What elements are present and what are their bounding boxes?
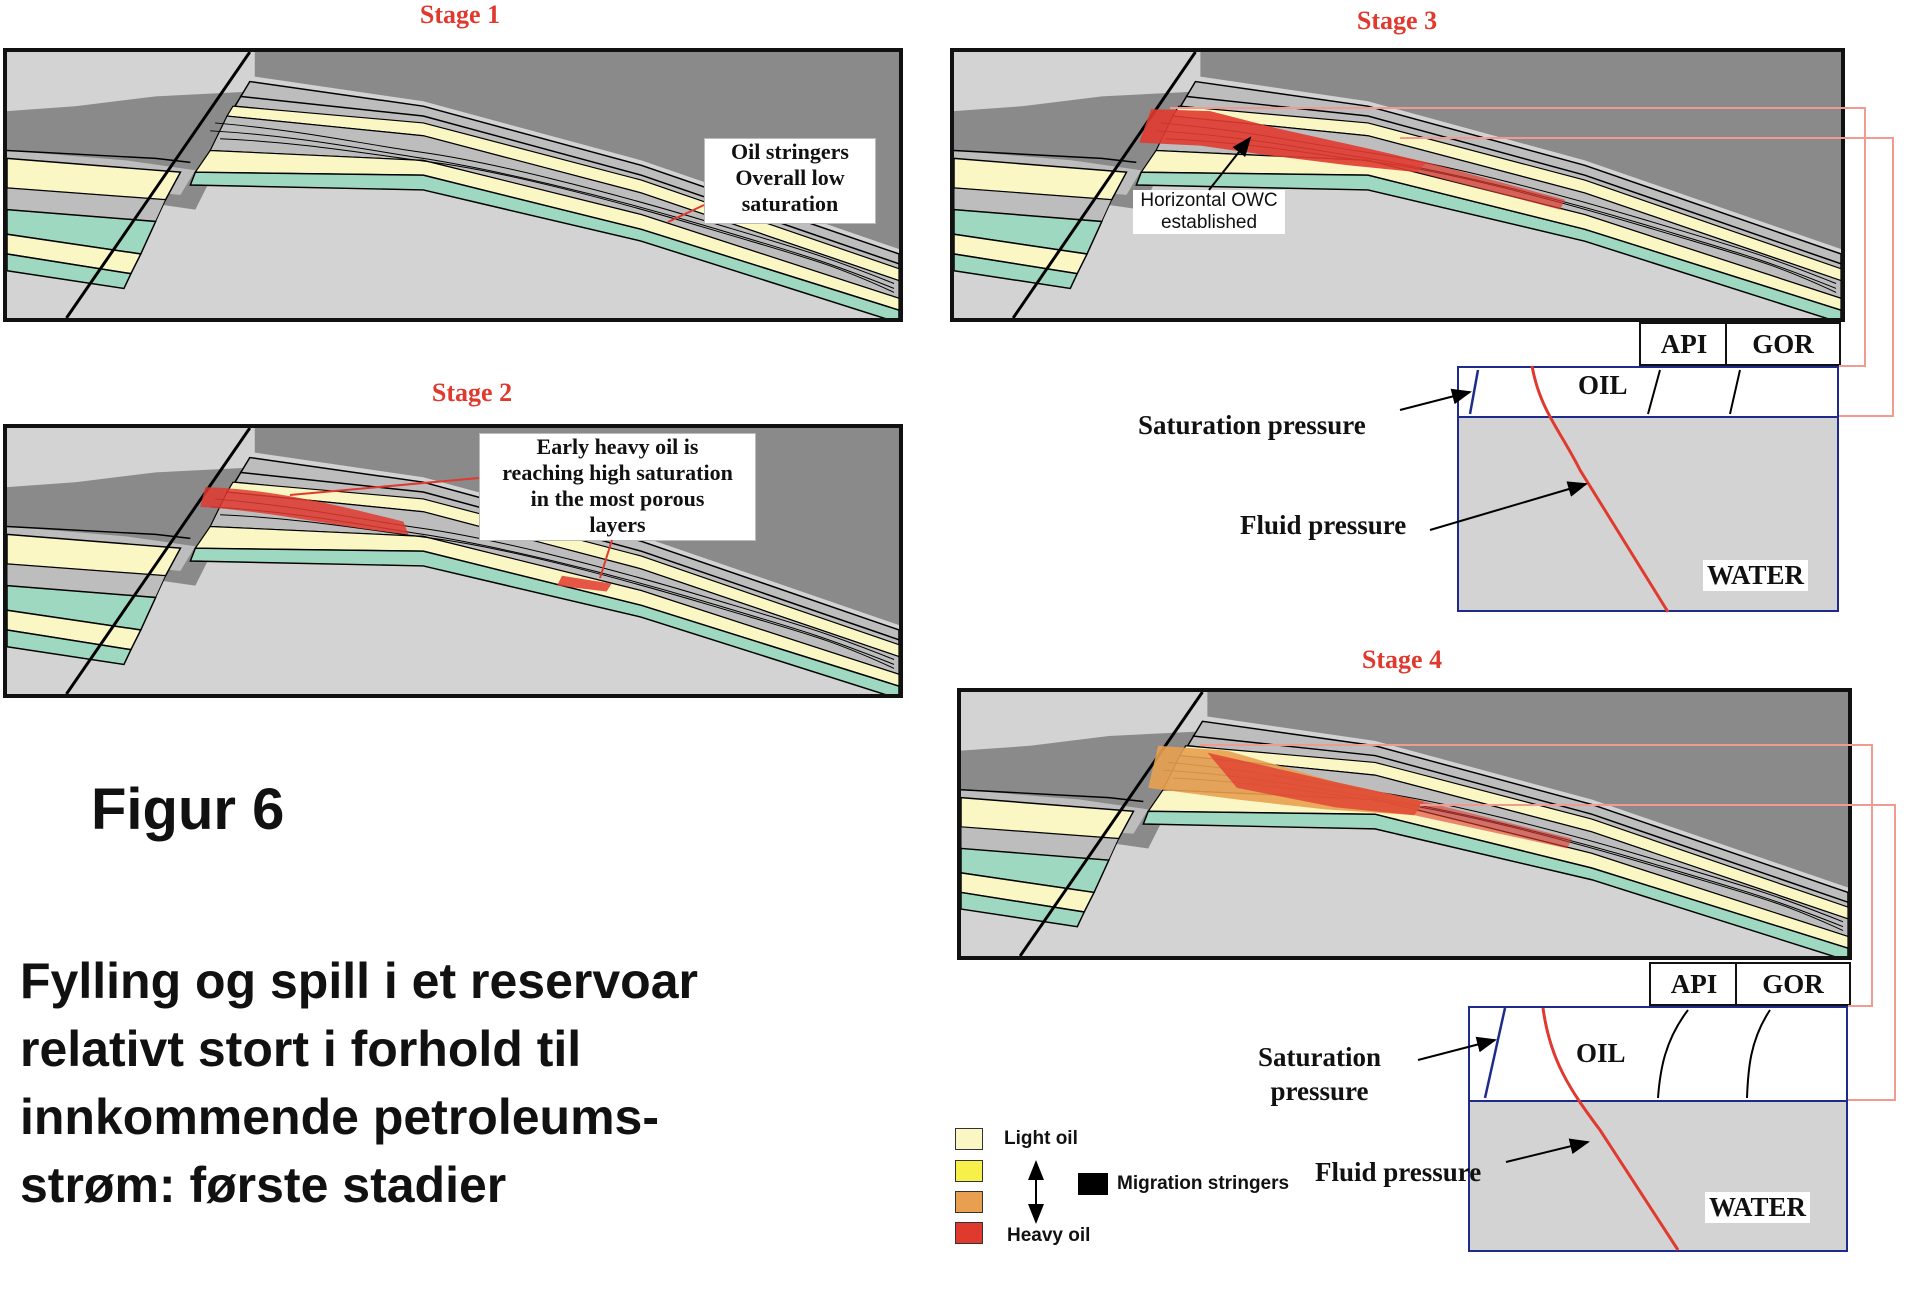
legend-light-oil-swatch (955, 1128, 983, 1150)
stage3-gor-label: GOR (1725, 322, 1841, 366)
stage1-title: Stage 1 (419, 0, 501, 29)
stage4-oil-zone (1468, 1006, 1848, 1102)
stage4-title: Stage 4 (1361, 645, 1443, 674)
stage3-api-label: API (1639, 322, 1729, 366)
legend-yellow-swatch (955, 1160, 983, 1182)
legend-heavy-oil-label: Heavy oil (1007, 1225, 1091, 1246)
legend-heavy-oil-swatch (955, 1222, 983, 1244)
legend-orange-swatch (955, 1191, 983, 1213)
stage3-cross-section (950, 48, 1845, 322)
stage3-oil-zone (1457, 366, 1839, 418)
stage3-oil-label: OIL (1578, 370, 1628, 400)
stage2-title: Stage 2 (431, 378, 513, 407)
figure-caption: Fylling og spill i et reservoar relativt… (20, 953, 698, 1213)
legend-migration-swatch (1078, 1173, 1108, 1195)
stage3-fluid-label: Fluid pressure (1240, 510, 1407, 540)
stage4-api-label: API (1649, 962, 1739, 1006)
figure-label: Figur 6 (91, 777, 285, 842)
legend-migration-label: Migration stringers (1117, 1173, 1290, 1194)
legend-light-oil-label: Light oil (1004, 1128, 1078, 1149)
stage4-fluid-label: Fluid pressure (1315, 1157, 1482, 1187)
stage2-cross-section (3, 424, 903, 698)
stage3-water-label: WATER (1703, 560, 1809, 591)
stage4-oil-label: OIL (1576, 1038, 1626, 1068)
stage4-gor-label: GOR (1735, 962, 1851, 1006)
stage3-title: Stage 3 (1356, 6, 1438, 35)
stage4-water-zone (1468, 1100, 1848, 1252)
stage4-water-label: WATER (1705, 1192, 1811, 1223)
stage3-saturation-label: Saturation pressure (1138, 410, 1366, 440)
stage4-cross-section (957, 688, 1852, 960)
